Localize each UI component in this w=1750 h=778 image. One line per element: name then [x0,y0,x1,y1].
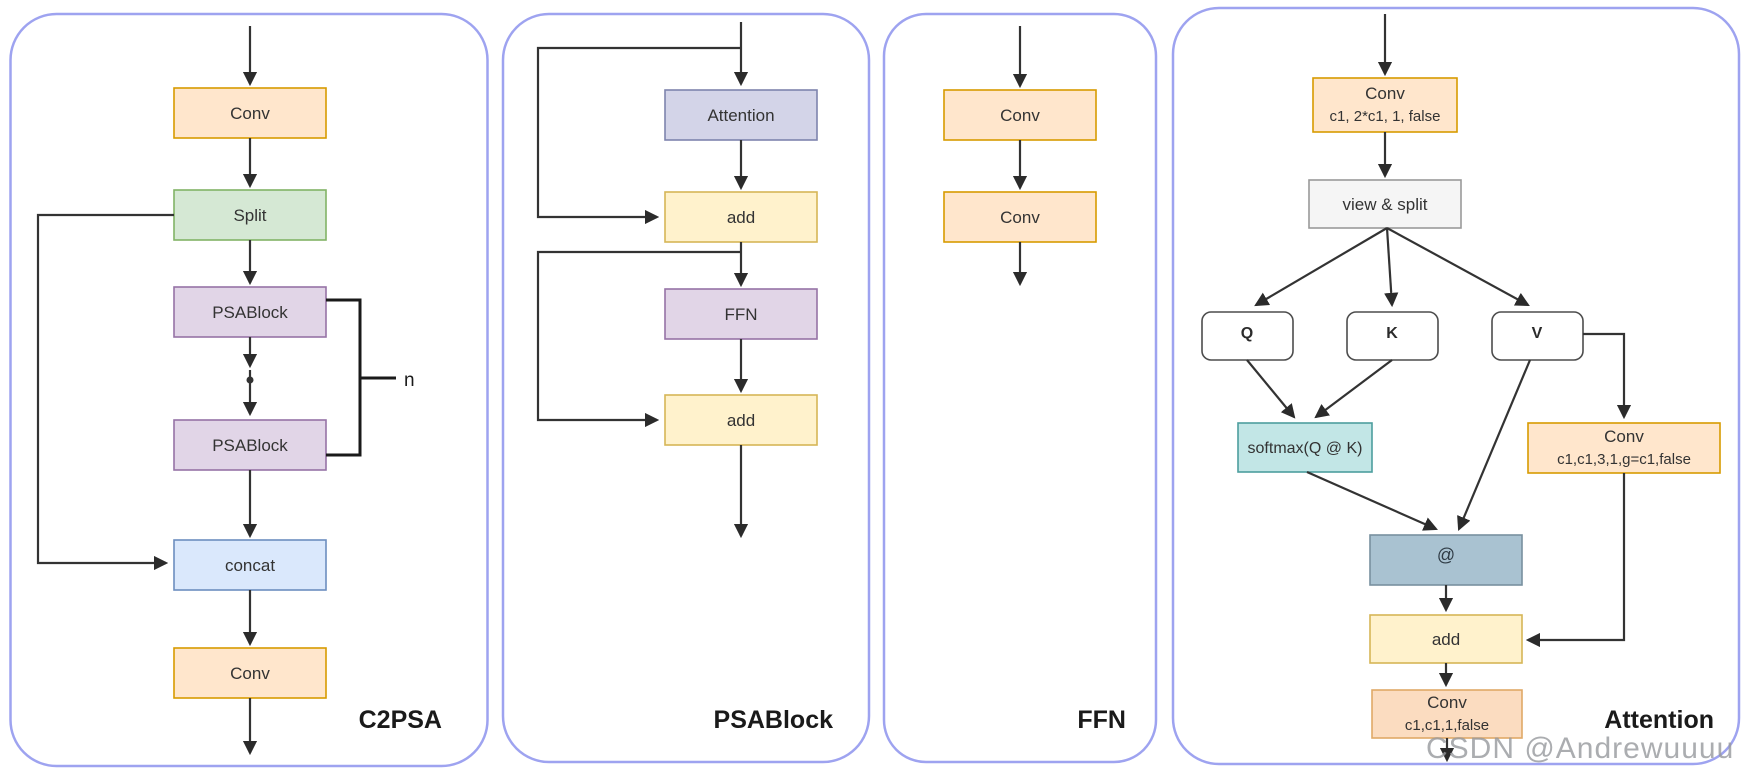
panel-title-attention: Attention [1604,706,1714,734]
node-q-label: Q [1241,325,1253,342]
node-concat-label: concat [225,556,275,575]
node-v-label: V [1532,325,1543,342]
edge-skip-ffn-add [536,250,741,428]
node-psablock1-label: PSABlock [212,303,288,322]
repeat-count-label: n [404,370,415,391]
edge-q-softmax [1246,359,1296,419]
node-conv-out-att-params: c1,c1,1,false [1405,717,1489,734]
panel-title-ffn: FFN [1077,706,1126,734]
node-conv-in-params: c1, 2*c1, 1, false [1330,108,1441,125]
node-matmul [1369,534,1523,586]
node-conv-out-label: Conv [230,664,270,683]
edge-v-convv [1583,332,1632,420]
node-conv-out-att [1371,689,1523,739]
edge-viewsplit-k [1384,227,1399,308]
node-view-split-label: view & split [1342,195,1427,214]
node-attention-label: Attention [707,106,774,125]
node-ffn-conv2 [943,191,1097,243]
node-attention [664,89,818,141]
node-matmul-label: @ [1437,545,1455,565]
node-conv-v [1527,422,1721,474]
edge-k-softmax [1314,359,1393,419]
edge-viewsplit-v [1386,227,1530,307]
node-add1-label: add [727,208,755,227]
node-view-split [1308,179,1462,229]
edge-convv-add [1525,473,1626,648]
node-psablock1 [173,286,327,338]
edge-skip-attention-add [536,46,741,225]
node-conv-in-label: Conv [1365,84,1405,103]
node-conv-out-att-label: Conv [1427,693,1467,712]
node-concat [173,539,327,591]
node-softmax [1237,422,1373,473]
edge-v-matmul [1457,359,1532,531]
node-k [1346,311,1439,361]
node-add2-label: add [727,411,755,430]
edge-softmax-matmul [1306,470,1438,531]
node-conv-v-params: c1,c1,3,1,g=c1,false [1557,451,1691,468]
node-conv-label: Conv [230,104,270,123]
node-split-label: Split [233,206,266,225]
node-conv [173,87,327,139]
node-conv-out [173,647,327,699]
edge-viewsplit-q [1254,227,1388,307]
node-softmax-label: softmax(Q @ K) [1248,440,1363,457]
node-psablock2 [173,419,327,471]
node-att-add-label: add [1432,630,1460,649]
node-conv-v-label: Conv [1604,427,1644,446]
panel-title-c2psa: C2PSA [359,706,442,734]
node-psablock2-label: PSABlock [212,436,288,455]
node-ffn-conv1 [943,89,1097,141]
node-ffn-conv1-label: Conv [1000,106,1040,125]
node-add2 [664,394,818,446]
node-ffn-conv2-label: Conv [1000,208,1040,227]
node-v [1491,311,1584,361]
edge-split-skip-concat [36,213,174,571]
node-ffn [664,288,818,340]
panel-title-psablock: PSABlock [714,706,834,734]
node-k-label: K [1386,325,1398,342]
csdn-watermark: CSDN @Andrewuuuu [1426,732,1734,765]
node-ffn-label: FFN [724,305,757,324]
